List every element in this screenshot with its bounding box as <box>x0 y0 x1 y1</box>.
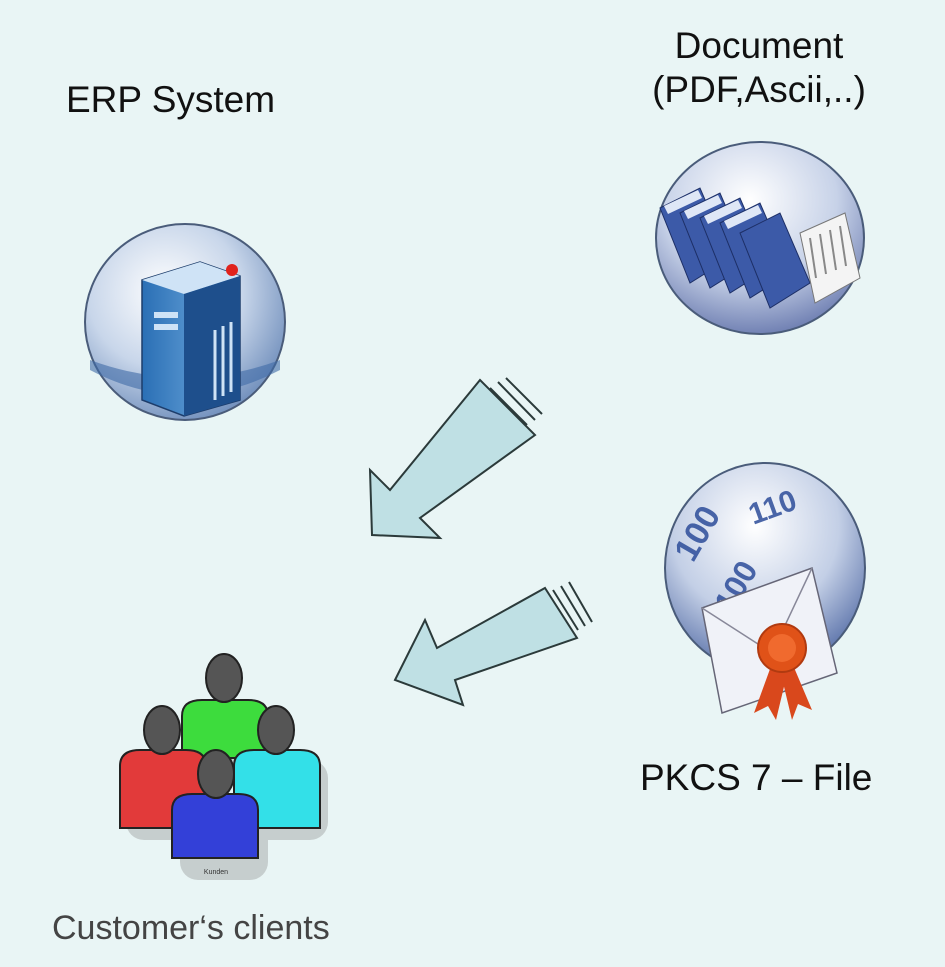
arrow-down-left-icon <box>368 377 543 540</box>
document-label-line1: Document <box>674 25 844 66</box>
pkcs-file-label: PKCS 7 – File <box>640 757 873 798</box>
server-icon <box>84 223 286 421</box>
kunden-caption: Kunden <box>204 869 228 876</box>
user-group-icon: Kunden <box>119 653 328 880</box>
certificate-envelope-icon: 100 110 100 <box>664 462 866 720</box>
document-label: Document (PDF,Ascii,..) <box>624 24 894 112</box>
arrow-left-icon <box>393 581 593 707</box>
file-folders-icon <box>655 141 865 335</box>
customers-clients-label: Customer‘s clients <box>52 909 330 947</box>
erp-system-label: ERP System <box>66 79 276 120</box>
document-label-line2: (PDF,Ascii,..) <box>652 69 866 110</box>
